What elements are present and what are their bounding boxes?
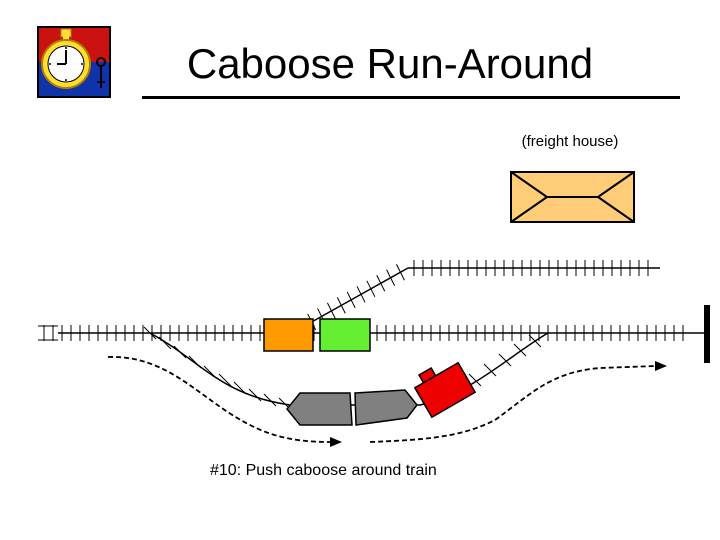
stopwatch-icon: [37, 26, 111, 98]
track-tie: [218, 373, 232, 387]
track-tie: [203, 365, 217, 379]
red-caboose: [413, 361, 477, 419]
track-tie: [468, 373, 482, 387]
track-tie: [513, 343, 527, 357]
track-tie: [336, 297, 346, 314]
freight-house-label: (freight house): [521, 133, 619, 150]
track-tie: [528, 334, 542, 348]
track-tie: [188, 355, 202, 369]
arrow-head-right: [655, 361, 667, 371]
track-tie: [326, 302, 336, 320]
passenger-car-gray-1: [286, 392, 353, 426]
track-tie: [396, 264, 405, 281]
boxcar-green: [319, 318, 371, 352]
track-bumper: [704, 305, 710, 363]
passenger-car-gray-2: [354, 389, 418, 426]
track-tie: [158, 336, 172, 350]
title-underline: [142, 96, 680, 99]
track-tie: [143, 326, 157, 340]
step-caption: #10: Push caboose around train: [210, 462, 437, 479]
track-tie: [483, 363, 497, 377]
arrow-head-left: [330, 437, 342, 447]
track-tie: [346, 291, 356, 309]
track-tie: [173, 345, 187, 359]
track-tie: [386, 269, 396, 286]
main-track: [38, 325, 710, 341]
page-title: Caboose Run-Around: [186, 40, 594, 87]
track-tie: [376, 275, 386, 292]
move-arrow-right: [369, 365, 656, 443]
track-tie: [366, 280, 376, 298]
move-arrow-left: [107, 356, 331, 443]
track-tie: [356, 286, 366, 303]
track-tie: [498, 353, 512, 367]
track-tie: [263, 393, 277, 407]
track-tie: [248, 388, 262, 402]
track-tie: [233, 381, 247, 395]
boxcar-orange: [263, 318, 314, 352]
freight-house: [510, 171, 635, 223]
